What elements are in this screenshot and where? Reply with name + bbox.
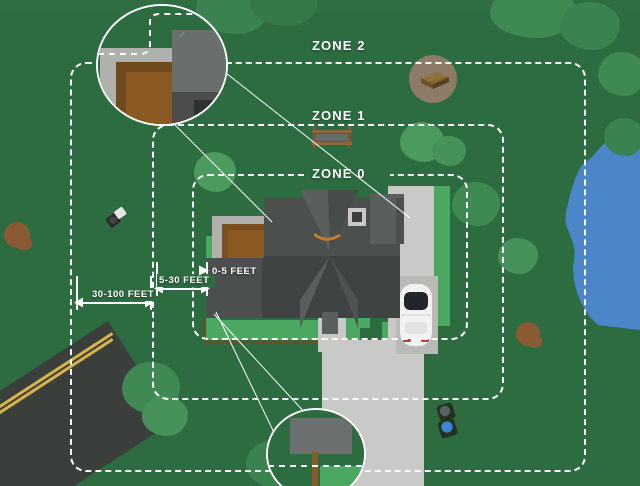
tree-canopy xyxy=(498,238,538,274)
arrow-left xyxy=(74,297,83,308)
magnifier-top: ✓ ✓ xyxy=(96,4,228,126)
zone-2-label-bg xyxy=(306,36,390,54)
arrow-right xyxy=(199,265,209,276)
magnifier-bottom xyxy=(266,408,366,486)
shrub xyxy=(528,336,542,348)
zone-1-label-bg xyxy=(306,106,390,124)
picnic-table xyxy=(312,126,352,148)
measure-label-0-5: 0-5 FEET xyxy=(212,266,257,277)
zone-1-boundary xyxy=(152,124,504,400)
house-roof-lower xyxy=(264,256,400,318)
roof-detail xyxy=(314,232,341,241)
zone-2-label: ZONE 2 xyxy=(312,38,366,53)
roof-extension-edge xyxy=(396,198,404,244)
tree-canopy xyxy=(598,52,640,96)
fence-line xyxy=(204,341,360,343)
chimney-flue xyxy=(352,212,362,222)
measure-line-30-100 xyxy=(76,302,152,304)
bbq-grill xyxy=(105,206,127,228)
roof-gable-south xyxy=(300,256,358,334)
house-wing-roof xyxy=(206,258,272,318)
shrub xyxy=(16,236,32,250)
measure-tick xyxy=(76,276,78,310)
measure-line-5-30 xyxy=(156,288,208,290)
measure-label-bg xyxy=(88,288,160,301)
tree-canopy xyxy=(142,396,188,436)
firewood-stack xyxy=(421,72,449,89)
measure-tick xyxy=(156,262,158,296)
zone-0-label: ZONE 0 xyxy=(312,166,366,181)
tree-canopy xyxy=(432,136,466,166)
zone-1-label: ZONE 1 xyxy=(312,108,366,123)
measure-label-bg xyxy=(157,274,215,287)
deck-planks xyxy=(228,230,268,258)
zone-0-label-bg xyxy=(306,164,390,182)
tree-canopy xyxy=(560,2,620,50)
tree-canopy xyxy=(604,118,640,156)
measure-label-30-100: 30-100 FEET xyxy=(92,289,154,300)
trash-bins xyxy=(436,402,458,439)
measure-label-5-30: 5-30 FEET xyxy=(159,275,210,286)
